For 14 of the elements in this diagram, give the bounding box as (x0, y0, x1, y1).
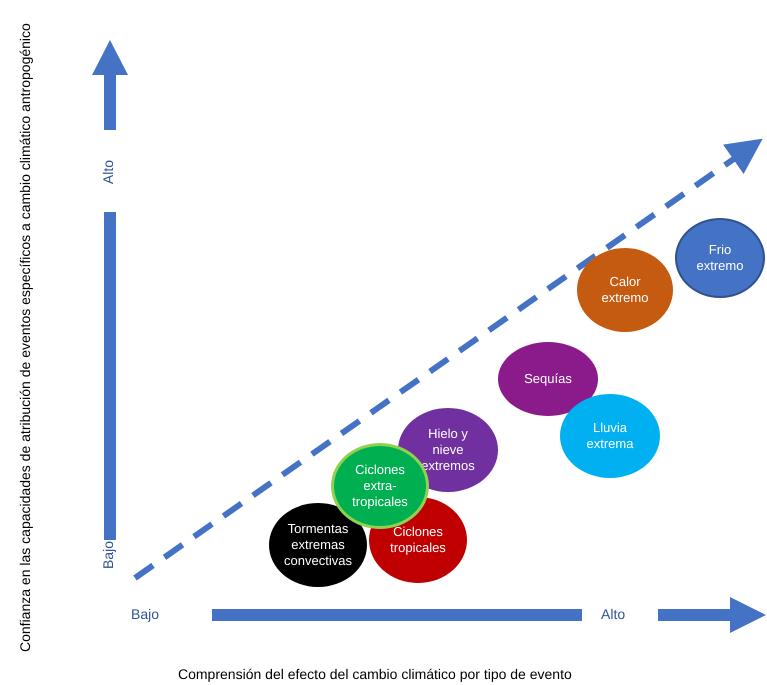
axis-value: Alto (100, 160, 116, 184)
event-label: Ciclones extra-tropicales (351, 462, 409, 510)
axis-title: Confianza en las capacidades de atribución de eventos específicos a cambio climático antropogénico (16, 22, 34, 654)
event-label: Lluvia extrema (586, 420, 634, 452)
axis-value: Bajo (100, 541, 116, 570)
event-label: Ciclones tropicales (389, 524, 447, 556)
event-label: Sequías (524, 371, 572, 387)
event-label: Frio extremo (696, 242, 744, 274)
event-label: Calor extremo (600, 274, 650, 306)
axis-title: Comprensión del efecto del cambio climático por tipo de evento (178, 666, 572, 682)
axis-value: Bajo (131, 606, 160, 622)
axis-value: Alto (601, 606, 626, 622)
event-label: Hielo y nieve extremos (420, 426, 476, 474)
event-label: Tormentas extremas convectivas (283, 521, 353, 569)
